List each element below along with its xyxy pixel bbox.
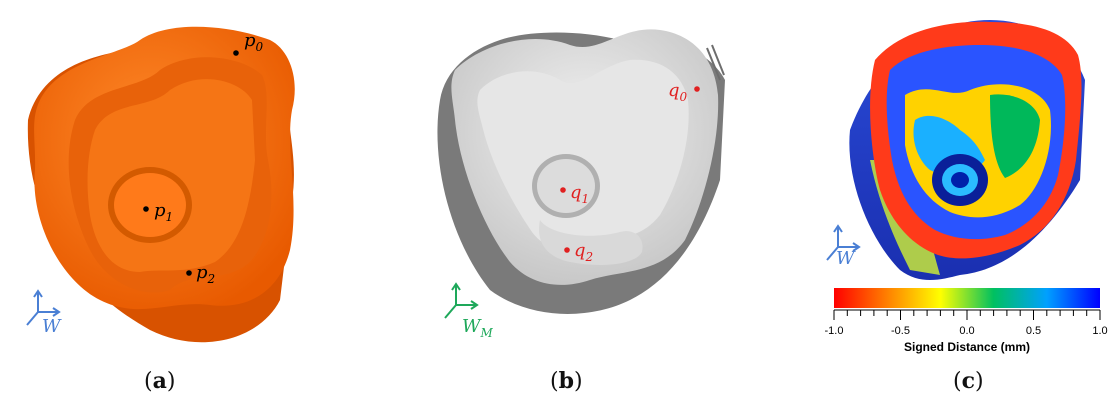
frame-w-label: W: [42, 316, 62, 337]
frame-w-axes: [26, 289, 61, 326]
frame-w-axes-c: [826, 224, 861, 261]
caption-a: (a): [144, 368, 176, 394]
caption-c: (c): [953, 368, 984, 394]
scan-inner-cavity: [477, 59, 689, 251]
point-q0: [694, 86, 700, 92]
frame-wm-axes: [444, 282, 479, 319]
panel-c: W -1.0 -0.5 0.0 0.5 1.0 Signed Distance …: [810, 0, 1112, 403]
label-q2: q2: [574, 240, 593, 264]
label-q0: q0: [668, 80, 688, 104]
point-q2: [564, 247, 570, 253]
frame-w-label-c: W: [836, 248, 856, 269]
label-p1: p1: [154, 200, 173, 224]
panel-a: p0 p1 p2 W (a): [0, 0, 340, 403]
heatmap-crown-model: W -1.0 -0.5 0.0 0.5 1.0 Signed Distance …: [825, 20, 1108, 354]
tick-label-0: -1.0: [825, 325, 844, 337]
tick-label-1: -0.5: [891, 325, 910, 337]
label-p2: p2: [196, 262, 215, 286]
frame-wm-label: WM: [462, 316, 494, 340]
colorbar-tick-marks: [833, 310, 1101, 320]
tick-label-3: 0.5: [1026, 325, 1041, 337]
tick-label-4: 1.0: [1092, 325, 1107, 337]
orange-crown-model: p0 p1 p2 W: [26, 26, 295, 343]
tick-label-2: 0.0: [959, 325, 974, 337]
gray-scan-model: q0 q1 q2 WM: [437, 29, 725, 340]
colorbar: [834, 288, 1100, 308]
label-p0: p0: [244, 30, 264, 54]
label-q1: q1: [570, 182, 589, 206]
colorbar-title: Signed Distance (mm): [904, 340, 1030, 354]
panel-b: q0 q1 q2 WM (b): [420, 0, 740, 403]
point-p2: [186, 270, 192, 276]
point-p0: [233, 50, 239, 56]
point-p1: [143, 206, 149, 212]
caption-b: (b): [550, 368, 583, 394]
point-q1: [560, 187, 566, 193]
